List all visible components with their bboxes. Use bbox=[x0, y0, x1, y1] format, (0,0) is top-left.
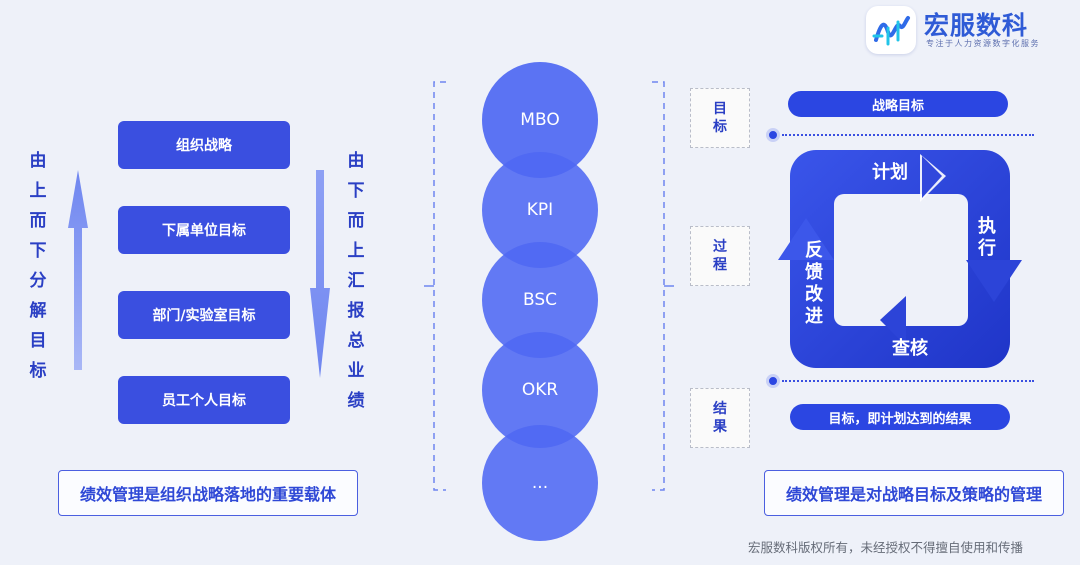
method-more: ... bbox=[482, 425, 598, 541]
down-arrow-icon bbox=[310, 170, 330, 378]
result-divider bbox=[782, 380, 1034, 382]
stage-goal: 目标 bbox=[690, 88, 750, 148]
logo-icon bbox=[866, 6, 916, 54]
left-bracket bbox=[424, 81, 446, 491]
goal-pill: 战略目标 bbox=[788, 91, 1008, 117]
goal-dot bbox=[766, 128, 780, 142]
cycle-plan: 计划 bbox=[872, 162, 908, 183]
top-down-label: 由 上 而 下 分 解 目 标 bbox=[29, 151, 47, 381]
stage-result: 结果 bbox=[690, 388, 750, 448]
goal-divider bbox=[782, 134, 1034, 136]
level-org-strategy: 组织战略 bbox=[118, 121, 290, 169]
up-arrow-icon bbox=[68, 170, 88, 370]
pdca-cycle bbox=[778, 150, 1022, 368]
level-unit-goal: 下属单位目标 bbox=[118, 206, 290, 254]
bottom-up-label: 由 下 而 上 汇 报 总 业 绩 bbox=[347, 151, 365, 411]
right-caption: 绩效管理是对战略目标及策略的管理 bbox=[764, 470, 1064, 516]
result-dot bbox=[766, 374, 780, 388]
right-bracket bbox=[652, 81, 674, 491]
level-dept-goal: 部门/实验室目标 bbox=[118, 291, 290, 339]
left-caption: 绩效管理是组织战略落地的重要载体 bbox=[58, 470, 358, 516]
level-employee-goal: 员工个人目标 bbox=[118, 376, 290, 424]
logo-title: 宏服数科 bbox=[924, 11, 1029, 40]
cycle-feedback: 反 馈 改 进 bbox=[805, 240, 823, 327]
cycle-execute: 执 行 bbox=[978, 216, 996, 259]
result-pill: 目标，即计划达到的结果 bbox=[790, 404, 1010, 430]
cycle-check: 查核 bbox=[892, 338, 928, 359]
copyright-text: 宏服数科版权所有，未经授权不得擅自使用和传播 bbox=[748, 540, 1024, 555]
stage-process: 过程 bbox=[690, 226, 750, 286]
logo-subtitle: 专注于人力资源数字化服务 bbox=[926, 39, 1040, 48]
